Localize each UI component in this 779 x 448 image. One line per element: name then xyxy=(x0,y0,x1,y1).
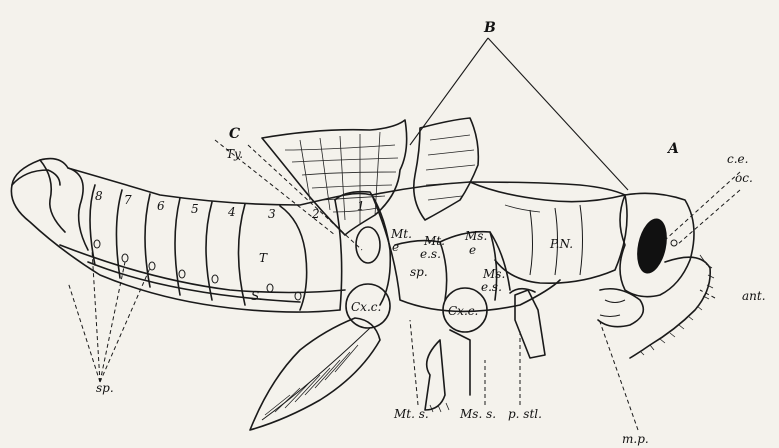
sp-bottom-label: sp. xyxy=(96,381,114,395)
mts-label: Mt. s. xyxy=(393,407,429,421)
pn-label: P.N. xyxy=(549,237,573,251)
ce-label: c.e. xyxy=(727,152,748,166)
region-c-label: C xyxy=(229,126,240,142)
region-b-label: B xyxy=(483,20,496,36)
mt-es-label-1: Mt. xyxy=(423,234,445,248)
s-label: S. xyxy=(251,289,263,303)
head xyxy=(598,193,714,358)
ms-es-label-1: Ms. xyxy=(482,267,505,281)
ms-e-label-2: e xyxy=(469,243,476,257)
segment-5-label: 5 xyxy=(191,202,199,216)
mp-label: m.p. xyxy=(622,432,649,446)
thorax xyxy=(346,182,627,412)
segment-8-label: 8 xyxy=(95,189,103,203)
mt-e-label-1: Mt. xyxy=(390,227,412,241)
ms-e-label-1: Ms. xyxy=(464,229,487,243)
ms-es-label-2: e.s. xyxy=(481,280,502,294)
mss-label: Ms. s. xyxy=(459,407,496,421)
mt-e-label-2: e xyxy=(392,240,399,254)
antenna xyxy=(630,257,710,358)
segment-3-label: 3 xyxy=(268,207,276,221)
abdomen xyxy=(11,159,390,312)
ocellus xyxy=(671,240,677,246)
hind-femur xyxy=(250,318,380,430)
sp-mid-label: sp. xyxy=(410,265,428,279)
segment-1-label: 1 xyxy=(357,199,365,213)
ty-label: Ty. xyxy=(226,147,243,161)
segment-2-label: 2 xyxy=(311,207,320,221)
oc-label: oc. xyxy=(735,171,753,185)
cxc-label-2: Cx.c. xyxy=(448,304,478,318)
segment-6-label: 6 xyxy=(157,199,165,213)
segment-4-label: 4 xyxy=(227,205,236,219)
segment-7-label: 7 xyxy=(124,193,132,207)
mt-es-label-2: e.s. xyxy=(420,247,441,261)
t-label: T xyxy=(259,251,268,265)
cxc-label-1: Cx.c. xyxy=(351,300,381,314)
region-a-label: A xyxy=(666,141,679,157)
ant-label: ant. xyxy=(742,289,766,303)
pstl-label: p. stl. xyxy=(508,407,542,421)
compound-eye xyxy=(632,216,671,277)
wings xyxy=(262,118,478,235)
